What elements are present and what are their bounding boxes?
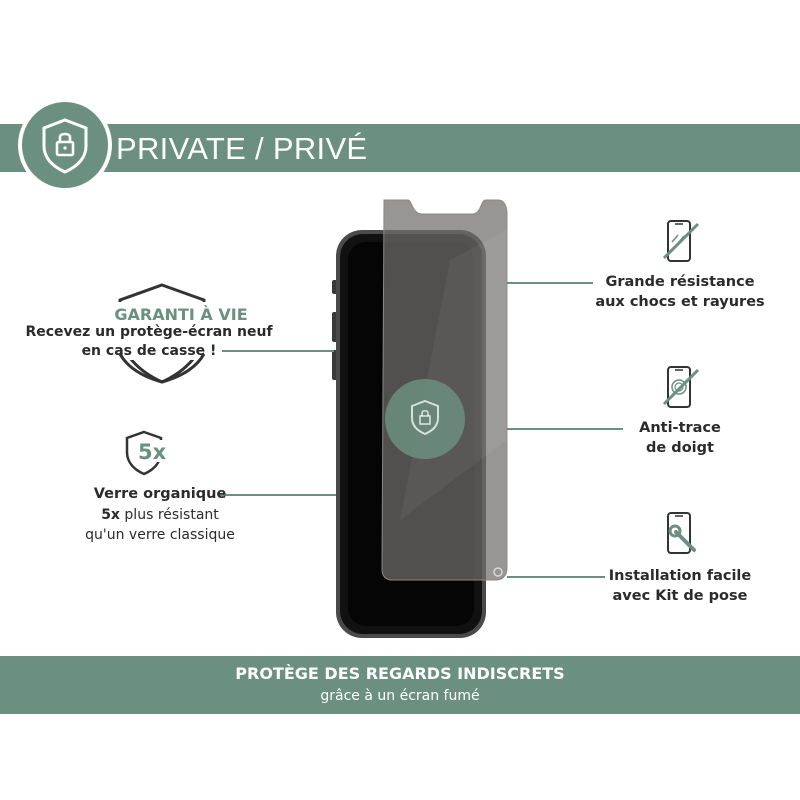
connector-line	[507, 282, 593, 284]
phone-fingerprint-icon	[662, 366, 700, 408]
shield-lock-icon	[42, 118, 88, 174]
feature-installation-line2: avec Kit de pose	[612, 588, 748, 604]
feature-resistance-line2: aux chocs et rayures	[595, 294, 765, 310]
feature-antitrace-line2: de doigt	[646, 440, 714, 456]
footer-title: PROTÈGE DES REGARDS INDISCRETS	[235, 664, 565, 683]
feature-installation-line1: Installation facile	[608, 568, 752, 584]
strength-line3: qu'un verre classique	[85, 527, 235, 543]
feature-installation: Installation facile avec Kit de pose	[580, 566, 780, 606]
strength-line2-rest: plus résistant	[119, 507, 219, 523]
header-badge	[18, 98, 112, 192]
footer-banner	[0, 656, 800, 714]
feature-resistance: Grande résistance aux chocs et rayures	[580, 272, 780, 312]
feature-antitrace: Anti-trace de doigt	[580, 418, 780, 458]
feature-antitrace-line1: Anti-trace	[639, 420, 721, 436]
connector-line	[507, 428, 623, 430]
guarantee-line1: Recevez un protège-écran neuf	[25, 324, 273, 340]
phone-scratch-icon	[662, 220, 700, 262]
phone-illustration	[332, 199, 508, 638]
strength-title: Verre organique	[93, 486, 227, 502]
footer-subtitle: grâce à un écran fumé	[320, 688, 480, 704]
shield-5x-icon	[125, 430, 176, 476]
connector-line	[222, 350, 334, 352]
header-banner	[0, 124, 800, 172]
phone-wrench-icon	[667, 512, 696, 554]
feature-resistance-line1: Grande résistance	[605, 274, 755, 290]
guarantee-line2: en cas de casse !	[81, 343, 217, 359]
guarantee-title: GARANTI À VIE	[114, 305, 248, 324]
strength-badge-text: 5x	[138, 440, 167, 464]
connector-line	[220, 494, 336, 496]
strength-line2-bold: 5x	[101, 507, 120, 523]
page-title: PRIVATE / PRIVÉ	[116, 131, 368, 166]
guarantee-text: Recevez un protège-écran neuf en cas de …	[14, 323, 284, 361]
connector-line	[507, 576, 605, 578]
strength-line2: 5x plus résistant	[60, 507, 260, 523]
shield-outline-icon	[114, 283, 210, 384]
